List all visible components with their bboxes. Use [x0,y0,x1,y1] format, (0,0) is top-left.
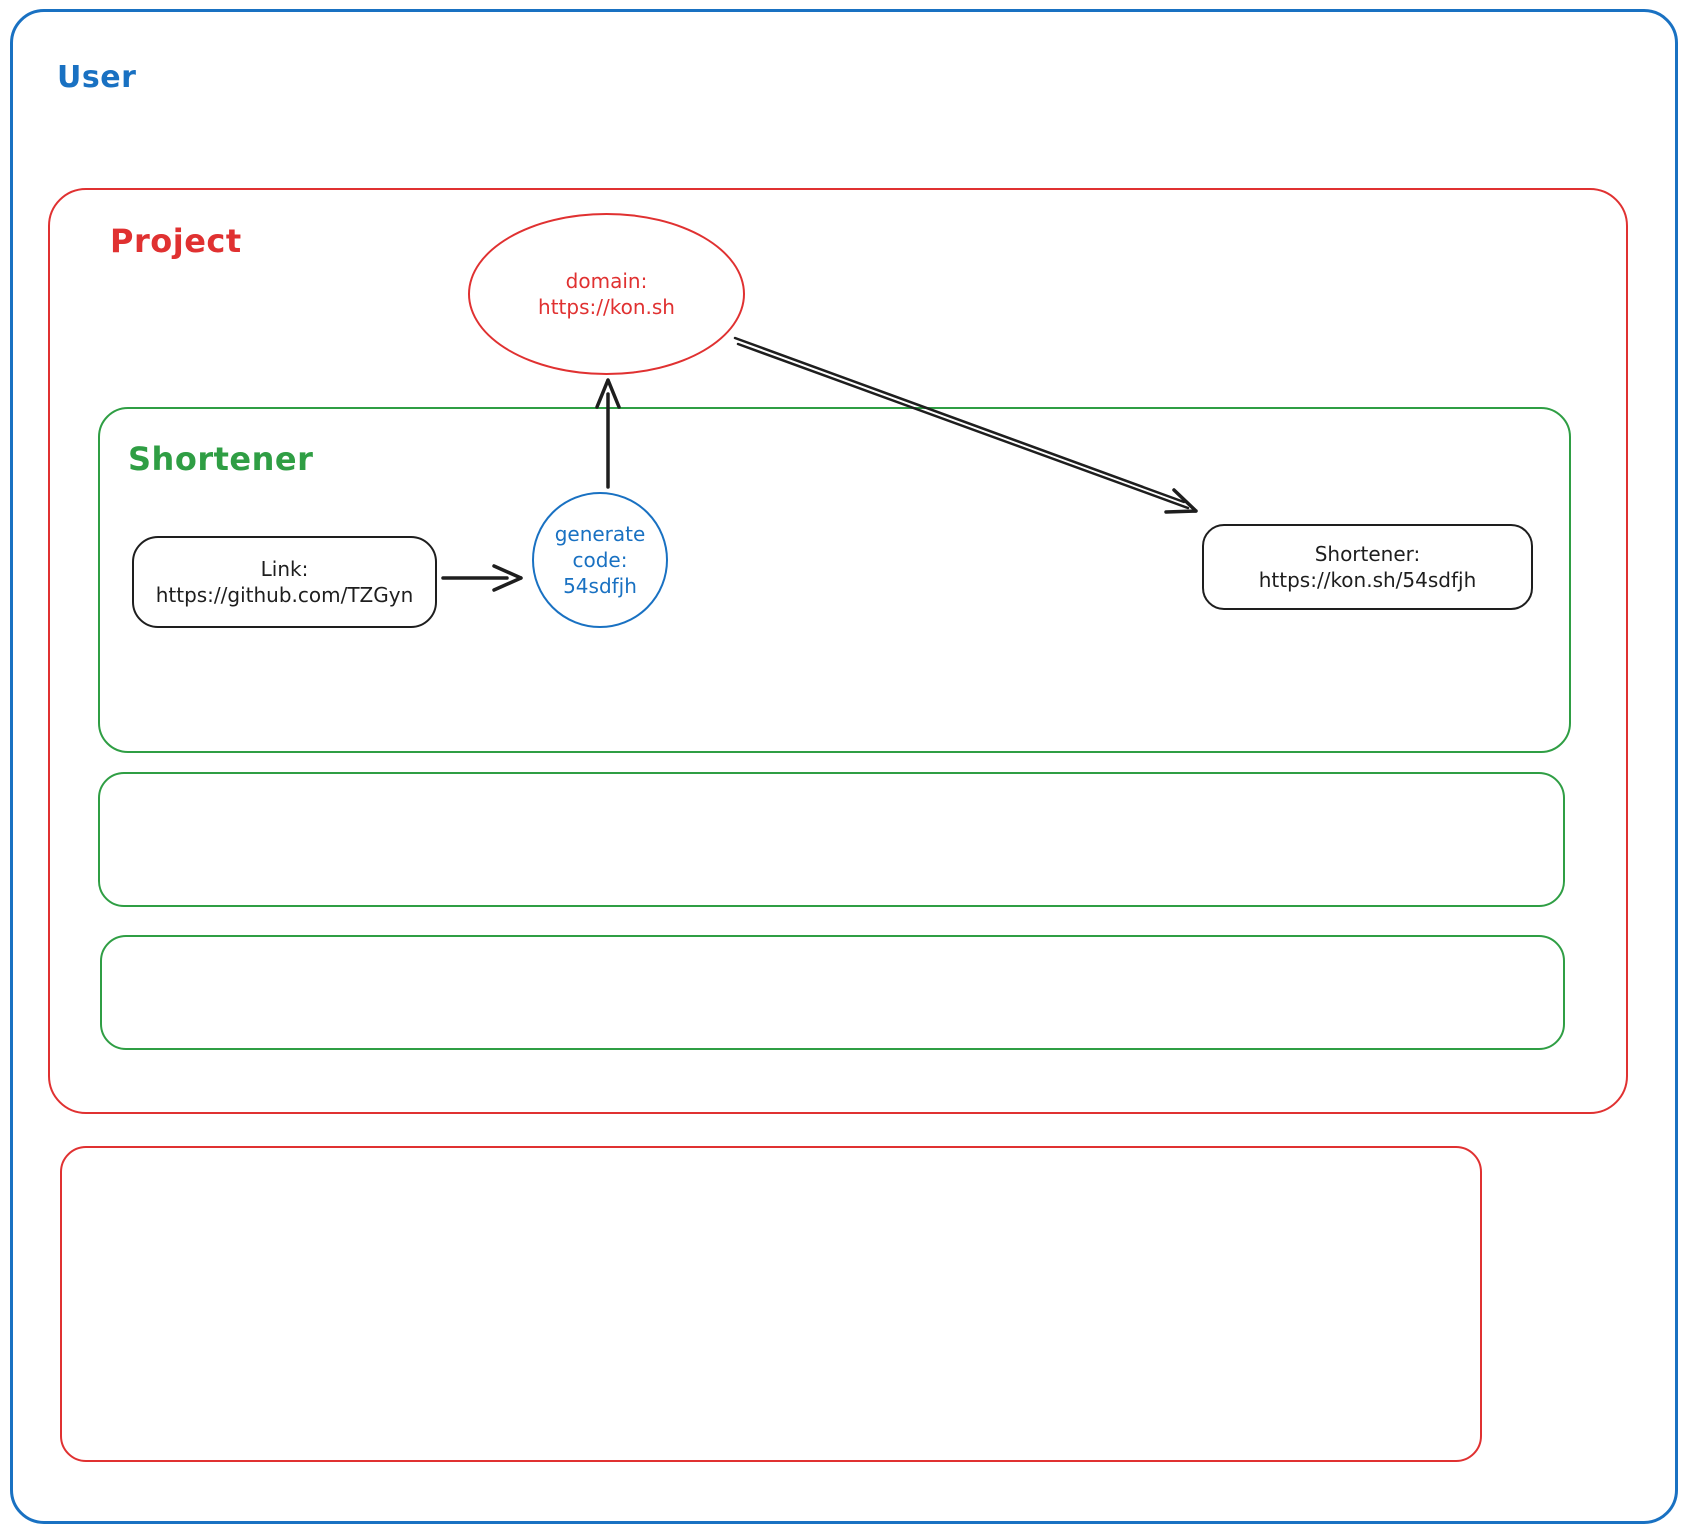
domain-ellipse-node[interactable]: domain: https://kon.sh [468,213,745,375]
empty-green-box-1[interactable] [98,772,1565,907]
shortlink-label-line2: https://kon.sh/54sdfjh [1258,568,1477,592]
user-label: User [57,60,137,95]
domain-label-line1: domain: [565,269,648,293]
user-container-box[interactable] [10,9,1678,1524]
link-label-line1: Link: [260,557,309,581]
generate-label-line2: code: [572,548,628,572]
link-label-line2: https://github.com/TZGyn [155,583,414,607]
shortlink-label-line1: Shortener: [1314,542,1421,566]
generate-label-line3: 54sdfjh [563,574,637,598]
empty-red-box[interactable] [60,1146,1482,1462]
generate-label-line1: generate [554,522,646,546]
project-container-box[interactable] [48,188,1628,1114]
generate-code-node[interactable]: generate code: 54sdfjh [532,492,668,628]
domain-label-line2: https://kon.sh [538,295,675,319]
project-label: Project [110,222,242,260]
shortlink-node[interactable]: Shortener: https://kon.sh/54sdfjh [1202,524,1533,610]
empty-green-box-2[interactable] [100,935,1565,1050]
shortener-label: Shortener [128,440,314,478]
link-node[interactable]: Link: https://github.com/TZGyn [132,536,437,628]
